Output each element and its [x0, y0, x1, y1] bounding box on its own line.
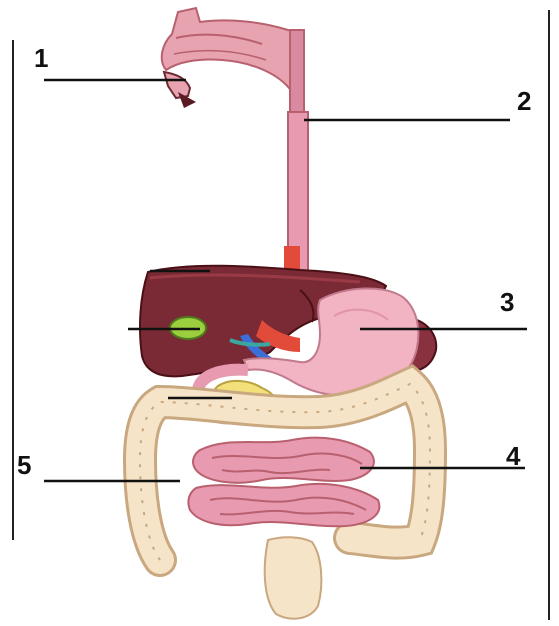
label-number-1: 1	[34, 45, 48, 71]
label-number-2: 2	[517, 88, 531, 114]
label-number-4: 4	[506, 443, 520, 469]
small-intestine	[188, 438, 379, 527]
rectum	[265, 537, 322, 618]
label-number-5: 5	[17, 452, 31, 478]
label-number-3: 3	[500, 289, 514, 315]
mouth-cavity	[162, 8, 300, 112]
